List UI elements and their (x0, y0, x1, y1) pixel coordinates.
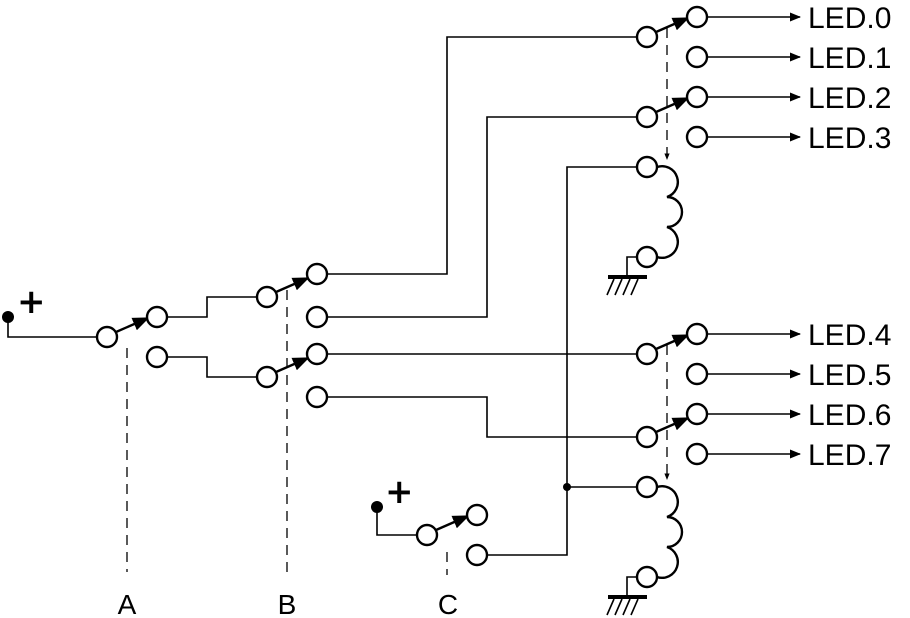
wire-b1-relay1-top (327, 36, 637, 275)
plus-symbol: + (17, 282, 46, 322)
relay-2-contact-5 (685, 362, 709, 386)
plus-symbol: + (385, 472, 414, 512)
relay-2-common-2 (635, 425, 659, 449)
led-output-4: LED.4 (707, 319, 891, 352)
switch-c-label: C (438, 589, 458, 618)
led-output-0: LED.0 (707, 2, 891, 35)
relay-1-contact-1 (685, 45, 709, 69)
relay-1-common-2 (635, 105, 659, 129)
relay-2-contact-6 (685, 402, 709, 426)
switch-a-out2 (145, 345, 169, 369)
led-label: LED.3 (808, 122, 891, 155)
switch-b-arm-1 (275, 276, 310, 294)
relay-1-coil-top (635, 155, 659, 179)
ground-icon (606, 256, 647, 296)
switch-c-common (415, 523, 439, 547)
relay-2-arm-1 (655, 333, 690, 351)
wire-source-c (376, 507, 417, 536)
relay-1-coil-icon (656, 165, 684, 259)
wire-a1-b1 (167, 296, 257, 318)
switch-b-out-2 (305, 305, 329, 329)
relay-2-contact-4 (685, 322, 709, 346)
led-output-3: LED.3 (707, 122, 891, 155)
relay-2-coil-icon (656, 485, 684, 579)
switch-b-out-3 (305, 342, 329, 366)
switch-a-label: A (118, 589, 137, 618)
led-output-5: LED.5 (707, 359, 891, 392)
relay-2-arm-2 (655, 416, 690, 434)
led-label: LED.2 (808, 82, 891, 115)
switch-a-out1 (145, 305, 169, 329)
switch-c-arm (435, 514, 470, 532)
led-label: LED.7 (808, 439, 891, 472)
switch-b-out-4 (305, 385, 329, 409)
switch-c-out2 (465, 543, 489, 567)
wire-b4-relay2-bottom (327, 396, 637, 438)
relay-2-common-1 (635, 342, 659, 366)
relay-1 (606, 5, 709, 296)
relay-2-coil-top (635, 475, 659, 499)
led-output-1: LED.1 (707, 42, 891, 75)
switch-b[interactable]: B (255, 262, 329, 618)
led-label: LED.6 (808, 399, 891, 432)
relay-2-coil-bottom (635, 565, 659, 589)
power-source-main: + (2, 282, 97, 338)
switch-c-out1 (465, 503, 489, 527)
relay-1-coil-bottom (635, 245, 659, 269)
power-source-c: + (371, 472, 417, 536)
switch-a-common (95, 325, 119, 349)
relay-2-contact-7 (685, 442, 709, 466)
ground-icon (606, 576, 647, 616)
switch-b-common-1 (255, 285, 279, 309)
wire-source-to-a (7, 317, 97, 338)
wire-a2-b2 (167, 356, 257, 378)
led-outputs: LED.0 LED.1 LED.2 LED.3 LED.4 LED.5 LED.… (707, 2, 891, 472)
led-label: LED.4 (808, 319, 891, 352)
switch-a-arm (115, 316, 150, 334)
led-output-2: LED.2 (707, 82, 891, 115)
led-label: LED.5 (808, 359, 891, 392)
switch-b-out-1 (305, 262, 329, 286)
switch-b-common-2 (255, 365, 279, 389)
switch-a[interactable]: A (95, 305, 169, 618)
relay-1-arm-2 (655, 96, 690, 114)
junction-dot (563, 483, 571, 491)
relay-1-arm-1 (655, 16, 690, 34)
led-output-7: LED.7 (707, 439, 891, 472)
relay-2 (606, 322, 709, 616)
relay-1-contact-3 (685, 125, 709, 149)
switch-c[interactable]: C (415, 503, 489, 618)
led-label: LED.1 (808, 42, 891, 75)
switch-b-label: B (278, 589, 297, 618)
wire-c-coil1 (487, 166, 637, 556)
relay-1-contact-0 (685, 5, 709, 29)
switch-b-arm-2 (275, 356, 310, 374)
wire-b2-relay1-bottom (327, 116, 637, 318)
relay-1-contact-2 (685, 85, 709, 109)
relay-1-common-1 (635, 25, 659, 49)
led-output-6: LED.6 (707, 399, 891, 432)
led-label: LED.0 (808, 2, 891, 35)
